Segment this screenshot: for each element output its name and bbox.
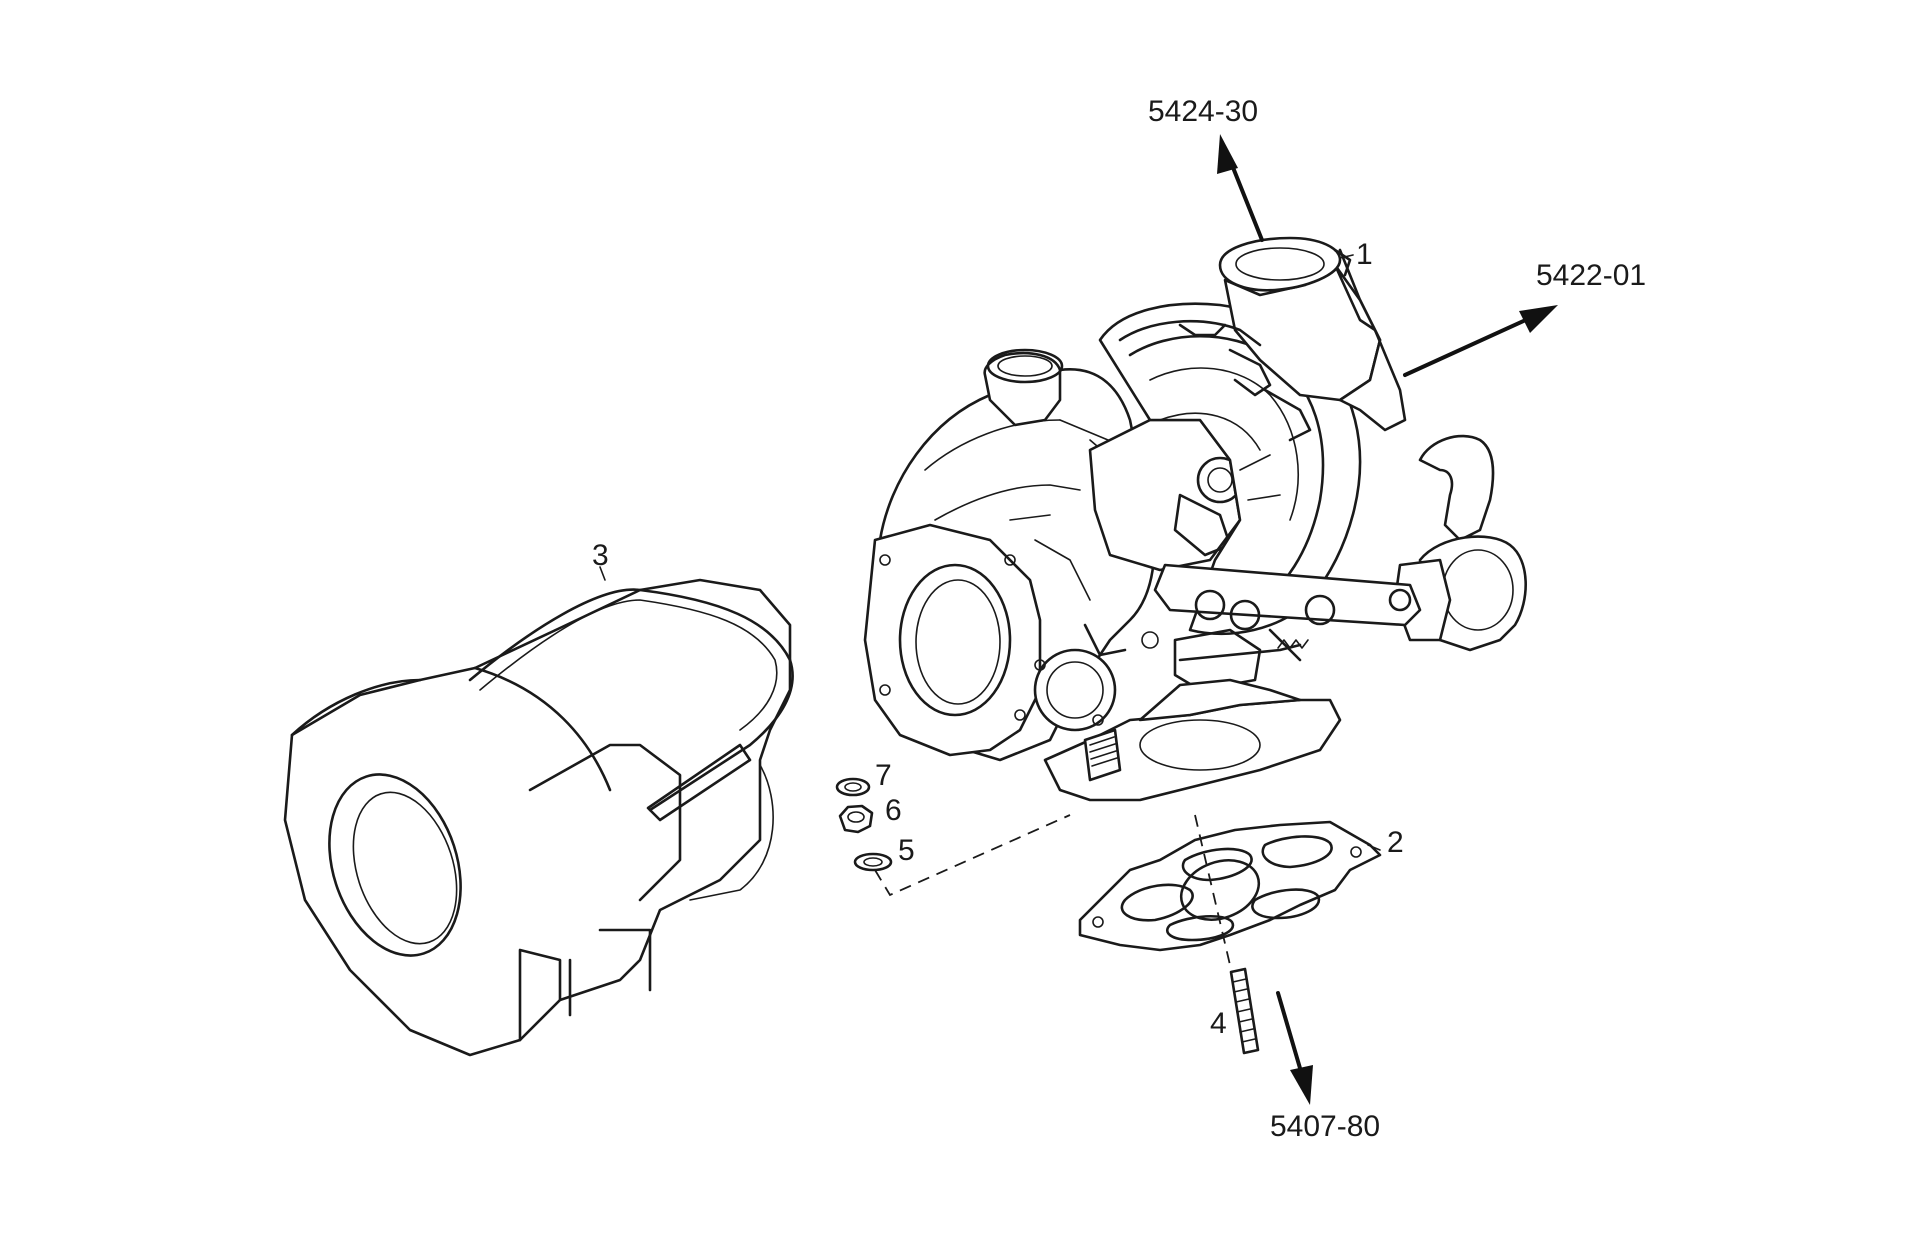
reference-label-top: 5424-30 <box>1148 95 1258 128</box>
reference-arrow-right <box>1403 305 1558 377</box>
leader-part-3 <box>599 566 606 581</box>
reference-label-bottom: 5407-80 <box>1270 1110 1380 1143</box>
part-number-3: 3 <box>592 539 609 572</box>
part-number-7: 7 <box>875 759 892 792</box>
part-number-6: 6 <box>885 794 902 827</box>
reference-label-right: 5422-01 <box>1536 259 1646 292</box>
stud-dash-line <box>1194 814 1231 966</box>
part-number-2: 2 <box>1387 826 1404 859</box>
heat-shield <box>283 578 794 1057</box>
assembly-dash-line <box>874 814 1071 897</box>
leader-part-2 <box>1367 844 1381 851</box>
stud <box>1229 967 1260 1055</box>
part-number-1: 1 <box>1356 238 1373 271</box>
washer-7 <box>835 777 871 797</box>
nut-6 <box>838 804 874 834</box>
washer-5 <box>853 852 893 872</box>
reference-arrow-top <box>1217 134 1264 242</box>
leader-part-1 <box>1339 254 1354 259</box>
part-number-5: 5 <box>898 834 915 867</box>
gasket <box>1078 820 1382 952</box>
reference-arrow-bottom <box>1276 991 1313 1105</box>
turbocharger <box>863 236 1527 802</box>
part-number-4: 4 <box>1210 1007 1227 1040</box>
